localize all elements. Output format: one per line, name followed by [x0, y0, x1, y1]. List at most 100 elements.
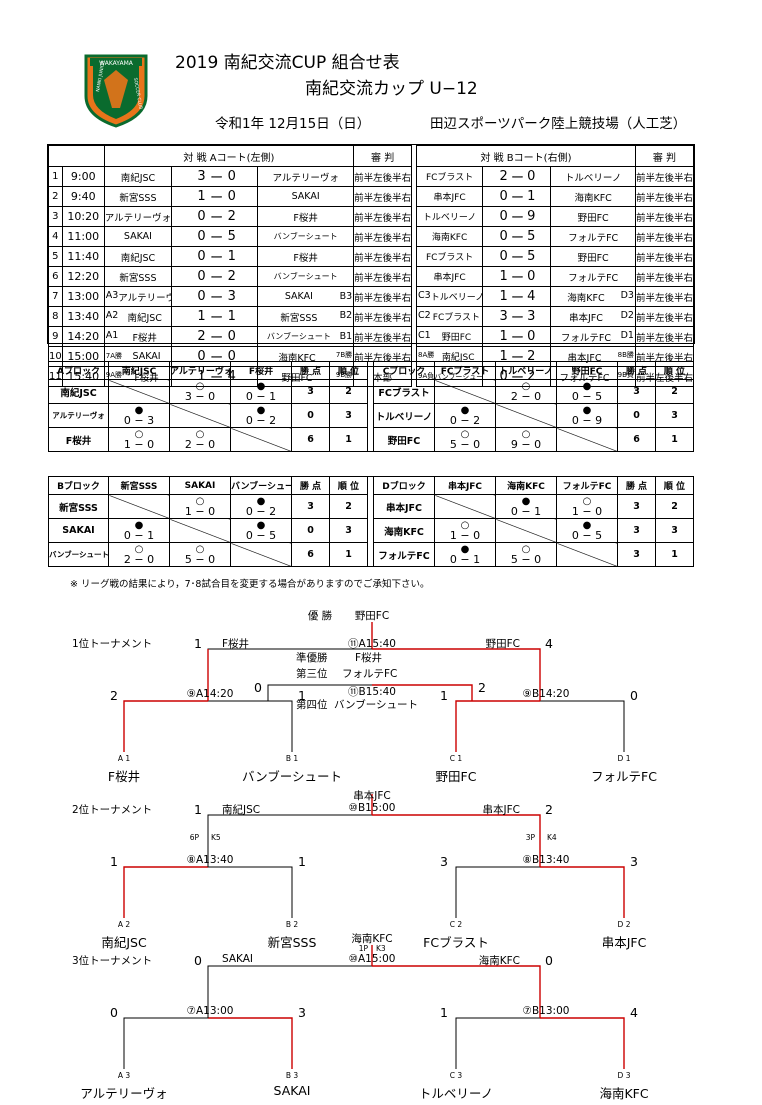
seed-code: D1	[620, 329, 634, 341]
loss-mark-icon: ●	[582, 380, 592, 392]
team-left: トルベリーノ	[415, 206, 484, 227]
team-left: 海南KFC	[415, 226, 484, 247]
referee: 前半左後半右	[634, 246, 695, 267]
seed-code: B2	[339, 309, 353, 321]
seed-code: C3	[418, 290, 431, 301]
score-dash: ー	[507, 206, 528, 227]
score-left: 1	[482, 326, 508, 347]
seed-label: B 3	[285, 1071, 299, 1080]
referee: 前半左後半右	[634, 186, 695, 207]
bracket-line	[540, 866, 625, 918]
result: ○5 − 0	[436, 429, 495, 450]
win-mark-icon: ○	[521, 380, 531, 392]
team-label: アルテリーヴォ	[80, 1086, 168, 1101]
team-left: SAKAI	[103, 226, 173, 247]
result-cell: ○2 − 0	[169, 427, 231, 452]
score-right: 2	[227, 206, 259, 227]
score-left: 0	[171, 266, 206, 287]
referee: 前半左後半右	[353, 166, 413, 187]
team-name: 南紀JSC	[120, 172, 156, 184]
team-name: バンブーシュート	[273, 232, 338, 241]
score-right: 1	[227, 246, 259, 267]
seed-label: A 2	[117, 920, 131, 929]
team-left: アルテリーヴォ	[103, 206, 173, 227]
page-title: 2019 南紀交流CUP 組合せ表	[175, 53, 400, 73]
team-name: バンブーシュート	[273, 272, 338, 281]
team-row-header: トルベリーノ	[373, 403, 435, 428]
team-row-header: 串本JFC	[373, 494, 435, 519]
pk-right: K3	[376, 944, 386, 953]
score-dash: ー	[205, 286, 228, 307]
team-name: 野田FC	[577, 212, 609, 224]
result-score: 5 − 0	[184, 552, 216, 566]
score-right: 2	[227, 266, 259, 287]
semi-b-game: ⑧B13:40	[522, 854, 570, 866]
result-cell	[556, 542, 618, 567]
loss-mark-icon: ●	[256, 495, 266, 507]
pk-left: 6P	[189, 833, 199, 842]
match-row: 713:00A3アルテリーヴォ0ー3SAKAIB3前半左後半右	[48, 286, 413, 307]
result-score: 0 − 1	[123, 528, 155, 542]
score-dash: ー	[507, 166, 528, 187]
team-left: FCブラスト	[415, 246, 484, 267]
bracket-line	[207, 965, 372, 1018]
seed-label: B 2	[285, 920, 299, 929]
pk-right: K5	[211, 833, 221, 842]
result: ○3 − 0	[171, 381, 230, 402]
result-score: 2 − 0	[184, 437, 216, 451]
team-name: 野田FC	[441, 333, 472, 343]
match-time: 13:40	[61, 306, 105, 327]
team-name: F桜井	[132, 332, 157, 344]
league-header-row: Bブロック新宮SSSSAKAIバンブーシュート勝 点順 位Dブロック串本JFC海…	[48, 476, 694, 495]
referee: 前半左後半右	[634, 326, 695, 347]
score-left: 2	[171, 326, 206, 347]
third-place: フォルテFC	[342, 668, 398, 680]
seed-code: B3	[339, 291, 353, 302]
team-right: SAKAI	[257, 186, 355, 207]
team-name: F桜井	[293, 252, 318, 264]
final-team-right: 串本JFC	[482, 804, 520, 816]
score-right: 0	[227, 326, 259, 347]
result-score: 0 − 5	[245, 528, 277, 542]
referee: 前半左後半右	[353, 326, 413, 347]
result-cell: ●0 − 1	[434, 542, 496, 567]
result-cell	[230, 427, 292, 452]
rank-header: 順 位	[655, 476, 694, 495]
semi-b-score-left: 3	[440, 854, 448, 869]
match-time: 13:00	[61, 286, 105, 307]
result: ○9 − 0	[497, 429, 556, 450]
result-cell: ●0 − 3	[108, 403, 170, 428]
team-left: FCブラスト	[415, 166, 484, 187]
loss-mark-icon: ●	[460, 404, 470, 416]
match-number: 5	[48, 246, 63, 267]
team-name: 南紀JSC	[120, 252, 156, 264]
team-row-header: アルテリーヴォ	[48, 403, 109, 428]
referee: 前半左後半右	[353, 186, 413, 207]
match-time: 10:20	[61, 206, 105, 227]
runner-up: F桜井	[355, 652, 383, 664]
seed-code: A3	[105, 289, 119, 301]
team-row-header: 新宮SSS	[48, 494, 109, 519]
team-name: FCブラスト	[425, 173, 474, 183]
team-name: トルベリーノ	[430, 293, 483, 303]
points-header: 勝 点	[291, 476, 330, 495]
score-dash: ー	[507, 326, 528, 347]
referee: 前半左後半右	[634, 266, 695, 287]
team-right: F桜井	[257, 206, 355, 227]
result-cell: ○9 − 0	[495, 427, 557, 452]
team-name: フォルテFC	[568, 272, 619, 284]
score-dash: ー	[205, 166, 228, 187]
result: ●0 − 5	[558, 380, 617, 402]
result: ●0 − 2	[232, 405, 291, 426]
score-right: 5	[527, 246, 552, 267]
result-cell: ○1 − 0	[556, 494, 618, 519]
